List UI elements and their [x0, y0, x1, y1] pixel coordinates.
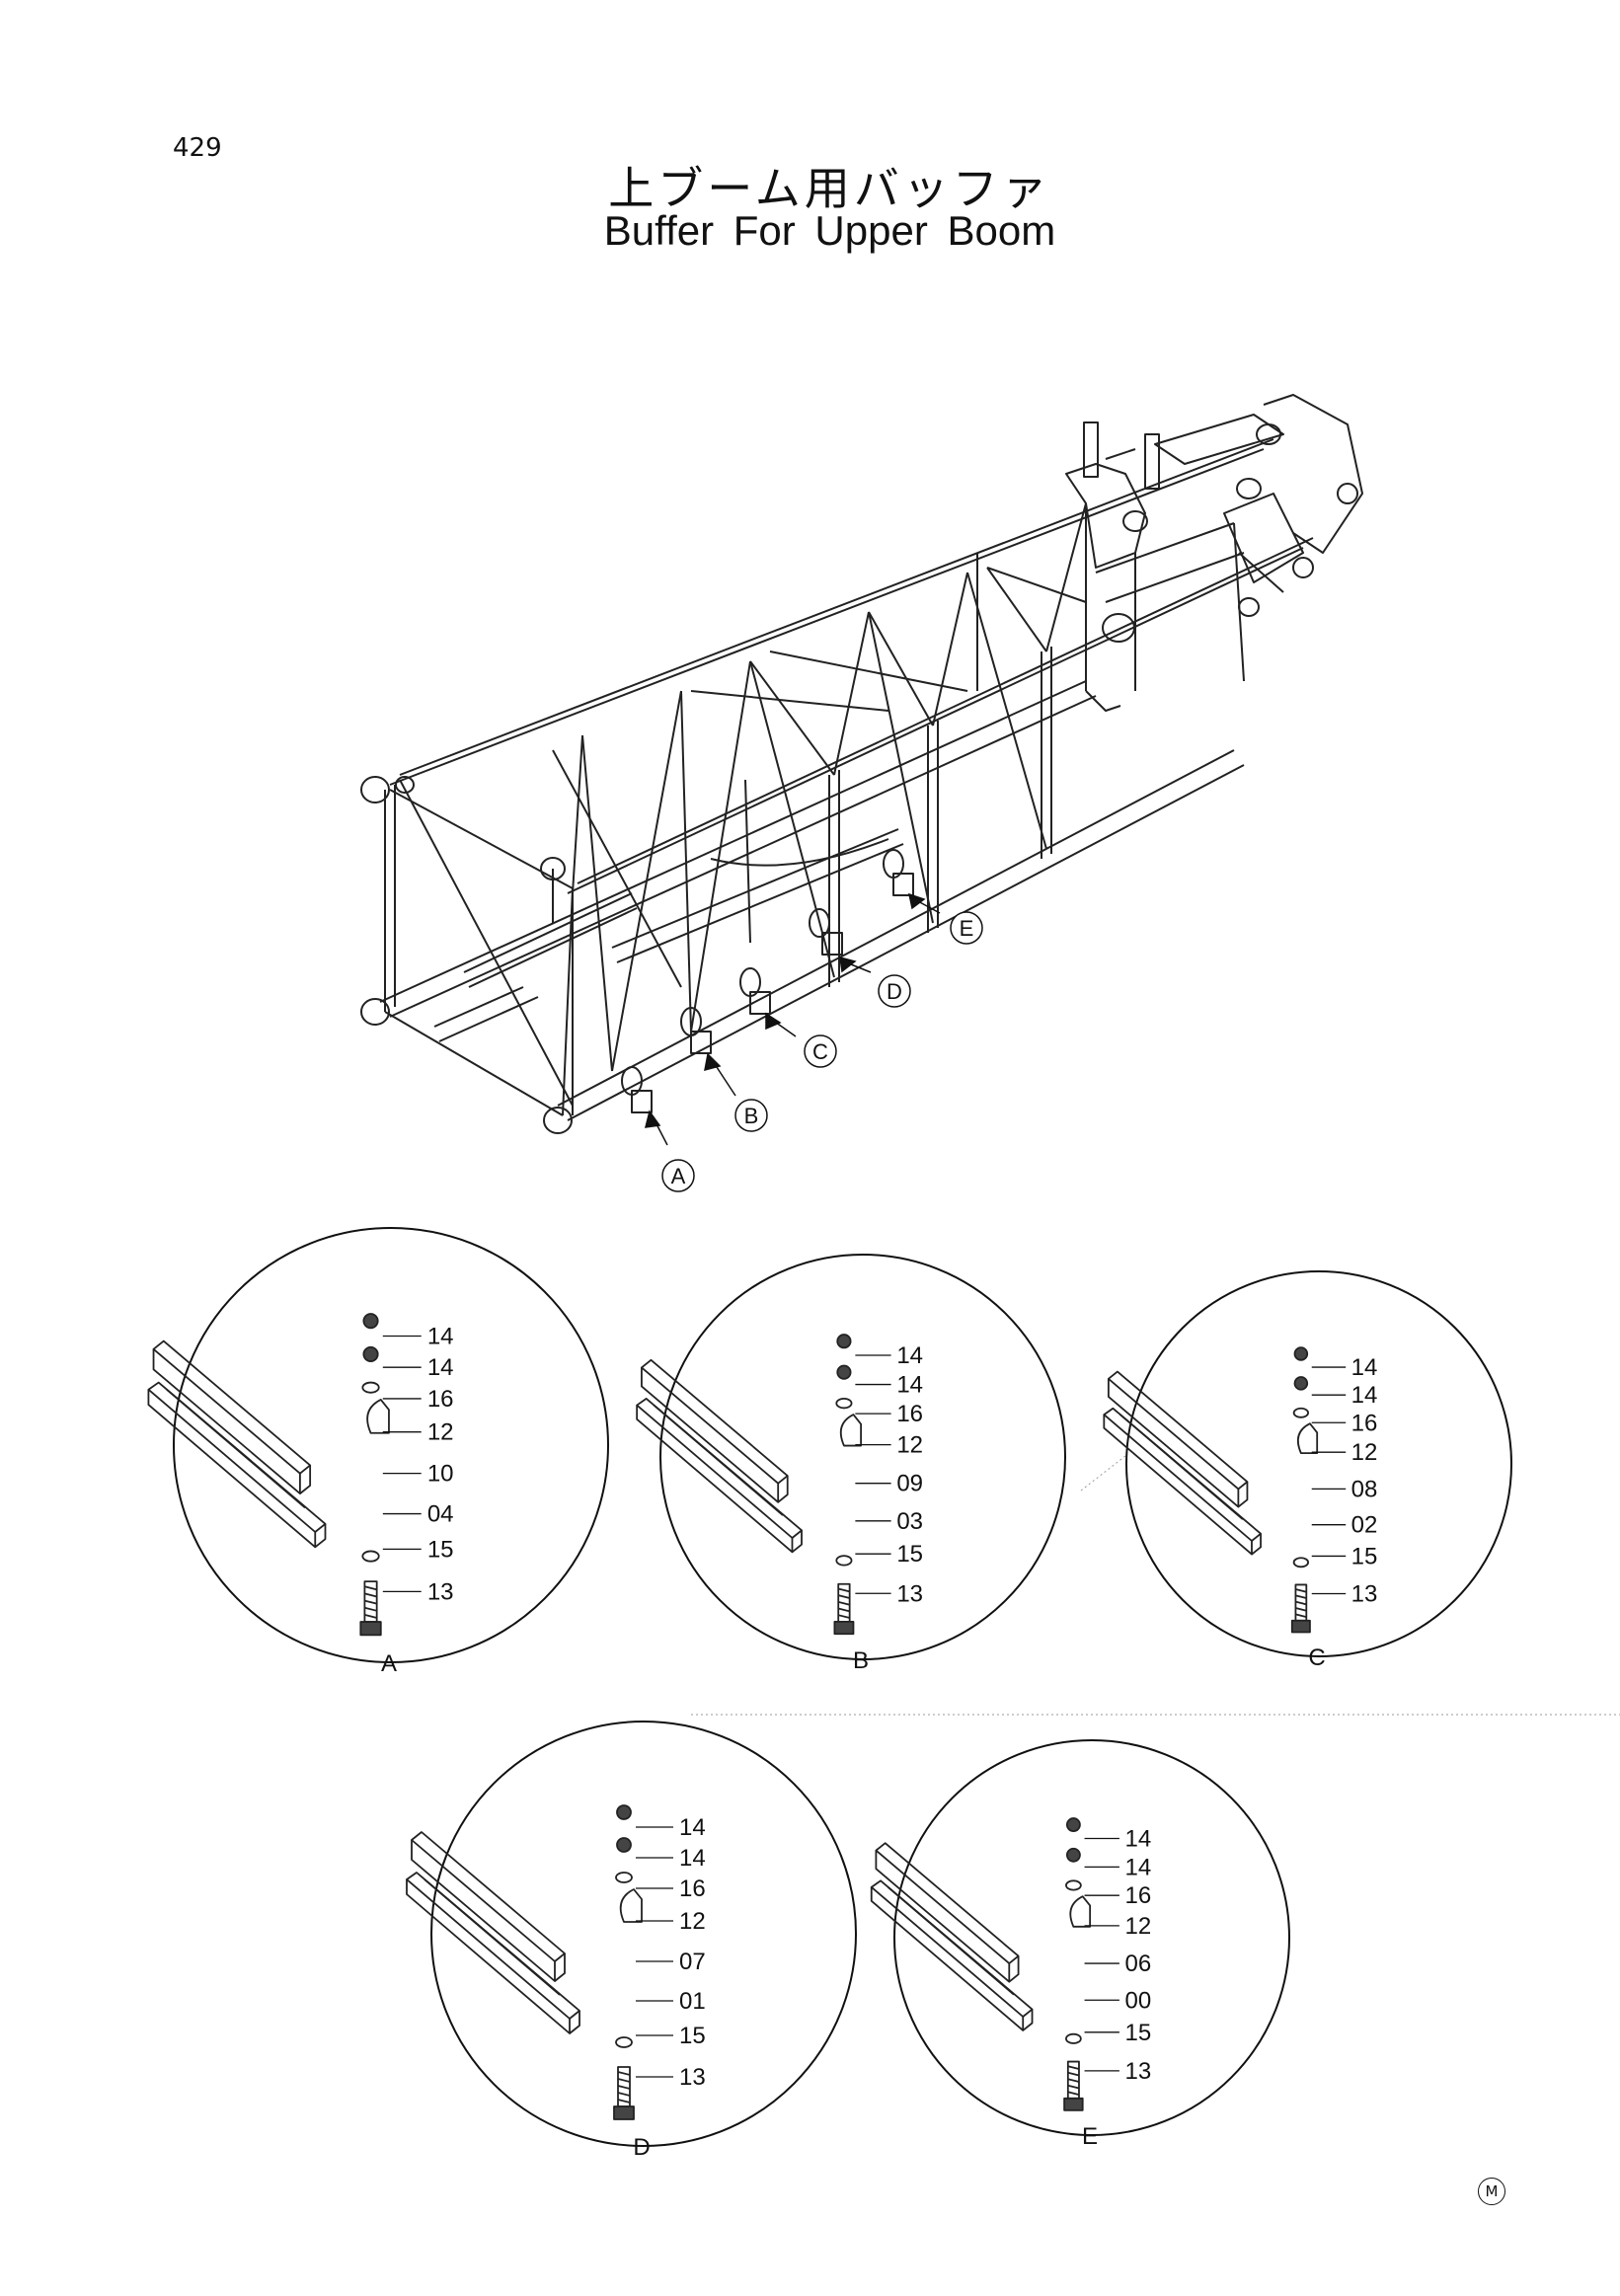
part-number: 14	[679, 1845, 706, 1872]
part-number: 14	[1124, 1826, 1151, 1853]
part-number: 14	[679, 1814, 706, 1841]
buffer-assembly-drawing	[406, 1804, 643, 2120]
part-number: 00	[1124, 1987, 1151, 2014]
part-number: 14	[1124, 1854, 1151, 1880]
callout-b: B	[734, 1099, 768, 1132]
part-number: 14	[1351, 1354, 1378, 1381]
callout-c: C	[804, 1034, 837, 1068]
part-number: 12	[896, 1432, 923, 1459]
part-number: 04	[427, 1501, 454, 1528]
detail-label: C	[1308, 1645, 1325, 1671]
detail-circle	[173, 1227, 609, 1663]
separator-dash	[1080, 1455, 1126, 1492]
callout-leaders	[645, 892, 941, 1146]
callout-a: A	[661, 1159, 695, 1192]
part-number: 15	[896, 1541, 923, 1568]
detail-circle	[1125, 1270, 1512, 1657]
detail-a: A 14 14 16 12 10 04 15 13	[147, 1227, 609, 1677]
detail-views: A1414161210041513B1414161209031513C14141…	[147, 1227, 1512, 2161]
buffer-assembly-drawing	[1103, 1346, 1319, 1634]
part-number: 13	[679, 2064, 706, 2091]
part-number: 16	[1351, 1410, 1378, 1436]
part-number: 12	[427, 1419, 454, 1446]
part-number: 12	[1124, 1913, 1151, 1940]
part-number: 16	[679, 1875, 706, 1902]
part-number: 13	[896, 1580, 923, 1607]
detail-label: A	[381, 1650, 397, 1677]
callout-d: D	[878, 974, 911, 1008]
part-number: 16	[1124, 1882, 1151, 1909]
detail-label: B	[853, 1647, 869, 1674]
part-number: 14	[1351, 1382, 1378, 1409]
part-number: 02	[1351, 1512, 1378, 1539]
part-number: 08	[1351, 1476, 1378, 1502]
svg-text:E: E	[960, 916, 974, 941]
page-number: 429	[173, 133, 222, 163]
detail-circle	[659, 1254, 1066, 1660]
svg-text:C: C	[812, 1039, 828, 1064]
buffer-assembly-drawing	[147, 1313, 390, 1637]
part-number: 06	[1124, 1951, 1151, 1977]
part-number: 15	[427, 1536, 454, 1563]
part-number: 15	[1124, 2020, 1151, 2046]
detail-label: D	[633, 2134, 650, 2161]
part-number: 03	[896, 1508, 923, 1535]
part-number: 13	[1124, 2058, 1151, 2085]
page-title-english: Buffer For Upper Boom	[603, 207, 1056, 254]
svg-text:D: D	[887, 979, 902, 1004]
part-number: 07	[679, 1949, 706, 1975]
buffer-assembly-drawing	[870, 1817, 1092, 2111]
svg-text:B: B	[744, 1104, 759, 1128]
part-number: 16	[896, 1401, 923, 1427]
part-number: 15	[679, 2023, 706, 2049]
svg-text:A: A	[671, 1164, 686, 1188]
page-title-japanese: 上ブーム用バッファ	[608, 162, 1051, 215]
part-number: 13	[427, 1578, 454, 1605]
callout-e: E	[950, 911, 983, 945]
detail-circle	[430, 1721, 857, 2147]
corner-mark: M	[1478, 2178, 1505, 2205]
part-number: 12	[1351, 1439, 1378, 1466]
upper-boom-illustration	[360, 394, 1363, 1134]
buffer-assembly-drawing	[636, 1334, 862, 1636]
part-number: 14	[896, 1372, 923, 1399]
part-number: 09	[896, 1471, 923, 1497]
part-number: 14	[896, 1342, 923, 1369]
detail-d: D 14 14 16 12 07 01 15 13	[406, 1721, 857, 2161]
part-number: 15	[1351, 1543, 1378, 1569]
part-number: 10	[427, 1461, 454, 1488]
callout-labels: A B C D E	[661, 911, 983, 1192]
detail-circle	[893, 1739, 1290, 2136]
part-number: 12	[679, 1908, 706, 1935]
part-number: 14	[427, 1323, 454, 1349]
part-number: 01	[679, 1988, 706, 2015]
part-number: 16	[427, 1386, 454, 1413]
detail-label: E	[1082, 2123, 1098, 2150]
part-number: 14	[427, 1354, 454, 1381]
part-number: 13	[1351, 1581, 1378, 1608]
